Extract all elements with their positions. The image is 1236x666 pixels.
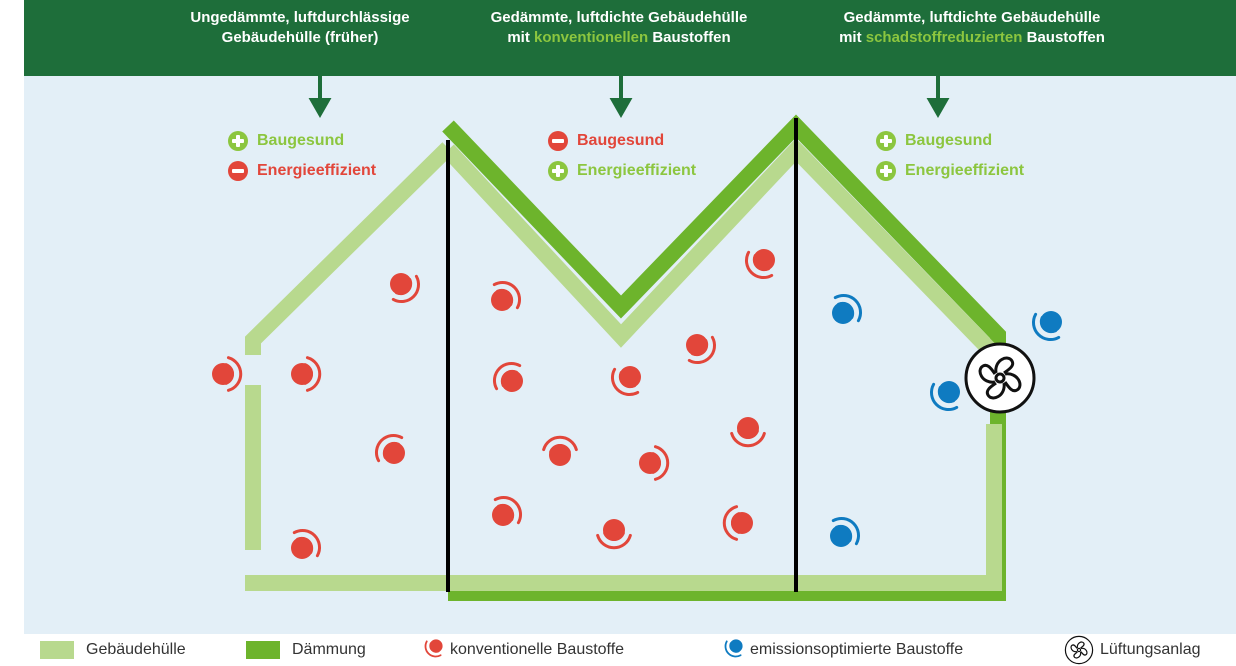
legend-item-daemmung: Dämmung (246, 634, 366, 666)
plus-circle-icon (548, 161, 568, 181)
emission-red-icon (726, 410, 770, 455)
status-label: Energieeffizient (577, 162, 697, 179)
swatch-daemmung (246, 641, 280, 659)
fan-icon (964, 342, 1036, 414)
fan-icon (1064, 635, 1094, 665)
emission-red-icon (489, 280, 522, 313)
status-label: Baugesund (257, 132, 345, 149)
plus-circle-icon (876, 161, 896, 181)
legend-label: emissionsoptimierte Baustoffe (750, 641, 964, 658)
header-col2-highlight: konventionellen (533, 29, 649, 46)
emission-red-icon (632, 441, 677, 485)
header-col2-line2: mit konventionellen Baustoffen (454, 28, 784, 48)
legend: Gebäudehülle Dämmung konventionelle Baus… (24, 634, 1236, 666)
emission-red-icon (289, 528, 322, 561)
header-col3-highlight: schadstoffreduzierten (865, 29, 1023, 46)
legend-label: konventionelle Baustoffe (450, 641, 625, 658)
status-col3-baugesund: Baugesund (876, 126, 1024, 156)
header-col2-pre: mit (507, 29, 534, 46)
legend-item-huelle: Gebäudehülle (40, 634, 186, 666)
emission-red-icon (284, 352, 329, 396)
legend-item-emissionsoptimiert: emissionsoptimierte Baustoffe (716, 634, 963, 666)
status-col2-baugesund: Baugesund (548, 126, 696, 156)
status-label: Energieeffizient (257, 162, 377, 179)
header-col2-line1: Gedämmte, luftdichte Gebäudehülle (490, 9, 748, 26)
emission-red-icon (492, 361, 525, 394)
emission-red-icon (610, 364, 643, 397)
header-col-uninsulated: Ungedämmte, luftdurchlässige Gebäudehüll… (150, 8, 450, 48)
header-col-low-pollutant: Gedämmte, luftdichte Gebäudehülle mit sc… (792, 8, 1152, 48)
status-col3: Baugesund Energieeffizient (876, 126, 1024, 186)
header-col2-post: Baustoffen (648, 29, 731, 46)
status-col2: Baugesund Energieeffizient (548, 126, 696, 186)
insulation-layer (442, 114, 1006, 601)
header-col3-pre: mit (839, 29, 866, 46)
status-label: Energieeffizient (905, 162, 1025, 179)
minus-circle-icon (548, 131, 568, 151)
legend-item-konventionell: konventionelle Baustoffe (416, 634, 624, 666)
status-col1: Baugesund Energieeffizient (228, 126, 376, 186)
header-col-conventional: Gedämmte, luftdichte Gebäudehülle mit ko… (454, 8, 784, 48)
emission-red-icon (684, 332, 717, 365)
header-col1-line1: Ungedämmte, luftdurchlässige (190, 9, 410, 26)
emission-red-icon (490, 495, 523, 528)
emission-blue-icon (929, 379, 962, 412)
emission-blue-icon (828, 516, 861, 549)
header-bar: Ungedämmte, luftdurchlässige Gebäudehüll… (24, 0, 1236, 76)
emission-red-icon (374, 433, 407, 466)
header-col3-line2: mit schadstoffreduzierten Baustoffen (792, 28, 1152, 48)
emission-blue-icons (828, 293, 1064, 549)
emission-red-icon (538, 428, 582, 473)
arrows (308, 76, 950, 119)
header-col3-line1: Gedämmte, luftdichte Gebäudehülle (843, 9, 1101, 26)
legend-label: Lüftungsanlag (1100, 641, 1201, 658)
header-col1-line2: Gebäudehülle (früher) (221, 29, 379, 46)
plus-circle-icon (228, 131, 248, 151)
emission-red-icon (424, 638, 444, 658)
status-label: Baugesund (577, 132, 665, 149)
emission-red-icon (744, 247, 777, 280)
plus-circle-icon (876, 131, 896, 151)
status-col1-baugesund: Baugesund (228, 126, 376, 156)
emission-red-icon (205, 352, 250, 396)
legend-label: Dämmung (292, 641, 366, 658)
legend-label: Gebäudehülle (86, 641, 186, 658)
emission-red-icon (388, 271, 421, 304)
legend-item-lueftung: Lüftungsanlag (1064, 634, 1201, 666)
minus-circle-icon (228, 161, 248, 181)
status-label: Baugesund (905, 132, 993, 149)
status-col2-energie: Energieeffizient (548, 156, 696, 186)
swatch-huelle (40, 641, 74, 659)
house-diagram (24, 76, 1236, 634)
status-col1-energie: Energieeffizient (228, 156, 376, 186)
header-col3-post: Baustoffen (1022, 29, 1105, 46)
emission-red-icon (715, 501, 760, 545)
envelope-left-roof (245, 142, 454, 355)
status-col3-energie: Energieeffizient (876, 156, 1024, 186)
envelope-roof (442, 138, 1000, 360)
emission-blue-icon (724, 638, 744, 658)
emission-blue-icon (830, 293, 863, 326)
emission-red-icon (592, 512, 636, 557)
emission-blue-icon (1031, 309, 1064, 342)
